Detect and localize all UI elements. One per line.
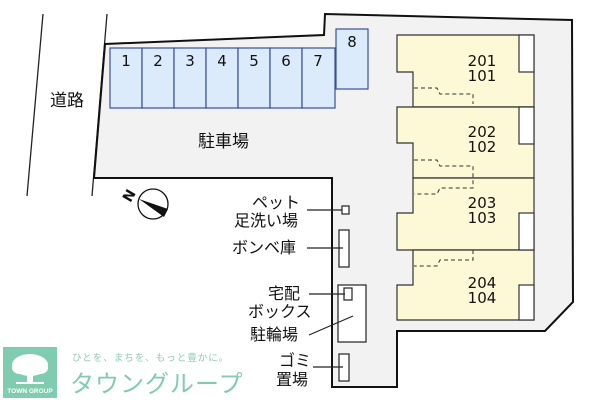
parking-space-4-number: 4 xyxy=(217,52,227,70)
delivery-box xyxy=(343,287,353,301)
logo-brand-name: タウングループ xyxy=(70,370,244,398)
north-arrow-icon xyxy=(137,188,169,220)
facilities xyxy=(337,205,367,382)
road-edge-left xyxy=(26,13,44,197)
parking-space-2-number: 2 xyxy=(153,52,163,70)
parking-space-8-number: 8 xyxy=(347,33,357,51)
parking-space-5-number: 5 xyxy=(249,52,259,70)
town-group-logo: TOWN GROUP xyxy=(3,347,57,398)
parking-space-7 xyxy=(301,47,336,109)
pet-wash-label-line2: 足洗い場 xyxy=(234,211,299,230)
parking-space-1-number: 1 xyxy=(121,52,131,70)
apartment-building xyxy=(396,34,535,321)
parking-space-4 xyxy=(205,47,239,109)
tree-icon xyxy=(12,354,48,384)
parking-space-7-number: 7 xyxy=(313,52,323,70)
garbage-label-line1: ゴミ xyxy=(279,351,312,370)
parking-space-3-number: 3 xyxy=(185,52,195,70)
unit-number-202: 202 xyxy=(467,123,497,141)
parking-space-2 xyxy=(141,47,175,109)
logo-tagline: ひとを、まちを、もっと豊かに。 xyxy=(72,353,230,364)
pet-wash-station xyxy=(341,205,350,215)
parking-space-6 xyxy=(269,47,303,109)
unit-number-101: 101 xyxy=(467,67,497,85)
unit-number-102: 102 xyxy=(467,138,497,156)
balcony-203 xyxy=(518,212,535,251)
bicycle-parking-label: 駐輪場 xyxy=(250,325,299,344)
parking-space-1 xyxy=(109,47,143,109)
parking-space-5 xyxy=(237,47,271,109)
balcony-201 xyxy=(518,34,535,73)
balcony-204 xyxy=(518,284,535,321)
logo-emblem-text: TOWN GROUP xyxy=(7,388,53,395)
delivery-box-label-line1: 宅配 xyxy=(268,284,301,303)
unit-number-103: 103 xyxy=(467,209,497,227)
unit-number-201: 201 xyxy=(467,52,497,70)
pet-wash-label-line1: ペット xyxy=(251,193,300,212)
parking-space-8 xyxy=(335,28,369,90)
balcony-202 xyxy=(518,106,535,145)
gas-cylinder-label: ボンベ庫 xyxy=(232,238,297,257)
parking-spaces xyxy=(109,28,369,109)
garbage-label-line2: 置場 xyxy=(276,370,309,389)
balconies xyxy=(518,34,535,321)
staircase-lines xyxy=(414,87,474,267)
road-label: 道路 xyxy=(50,91,84,111)
parking-lot-label: 駐車場 xyxy=(198,132,249,152)
delivery-box-label-line2: ボックス xyxy=(248,302,312,321)
unit-203-103 xyxy=(396,177,535,251)
parking-space-6-number: 6 xyxy=(281,52,291,70)
unit-number-104: 104 xyxy=(467,289,497,307)
unit-number-203: 203 xyxy=(467,194,497,212)
unit-number-204: 204 xyxy=(467,274,497,292)
leader-lines xyxy=(307,209,354,368)
